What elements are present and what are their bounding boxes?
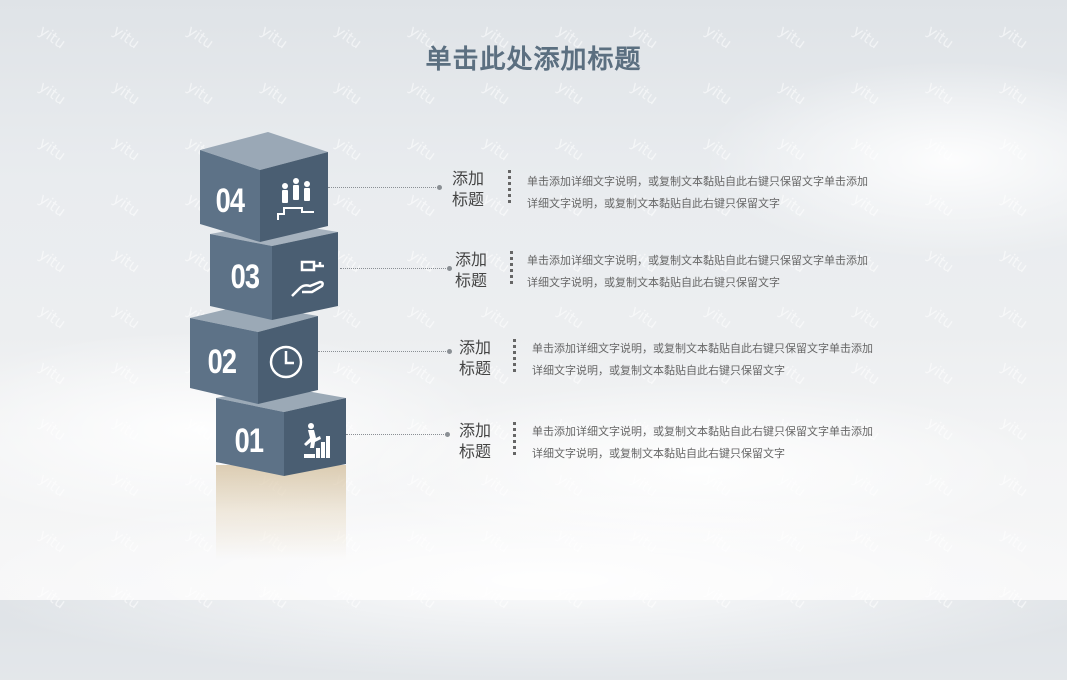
watermark-text: yitu: [183, 77, 218, 109]
connector-dot: [447, 266, 452, 271]
item-description[interactable]: 单击添加详细文字说明，或复制文本黏贴自此右键只保留文字单击添加详细文字说明，或复…: [527, 250, 917, 294]
label-line: 添加: [452, 169, 485, 188]
watermark-text: yitu: [479, 133, 514, 165]
label-line: 添加: [459, 338, 492, 357]
watermark-text: yitu: [109, 189, 144, 221]
watermark-text: yitu: [331, 133, 366, 165]
connector-dot: [445, 432, 450, 437]
team-podium-icon: [277, 178, 314, 220]
connector-line: [346, 434, 446, 435]
item-label[interactable]: 添加标题: [455, 249, 495, 291]
watermark-text: yitu: [35, 133, 70, 165]
desc-line: 详细文字说明，或复制文本黏贴自此右键只保留文字: [532, 447, 785, 460]
watermark-text: yitu: [923, 301, 958, 333]
connector-dot: [437, 185, 442, 190]
watermark-text: yitu: [331, 77, 366, 109]
watermark-text: yitu: [701, 301, 736, 333]
watermark-text: yitu: [923, 357, 958, 389]
item-label[interactable]: 添加标题: [452, 168, 492, 210]
watermark-text: yitu: [35, 77, 70, 109]
watermark-text: yitu: [35, 301, 70, 333]
label-line: 标题: [459, 442, 492, 461]
step-number: 04: [215, 182, 245, 220]
watermark-text: yitu: [405, 301, 440, 333]
desc-line: 单击添加详细文字说明，或复制文本黏贴自此右键只保留文字单击添加: [532, 425, 873, 438]
cloud-decoration: [700, 60, 1067, 260]
item-description[interactable]: 单击添加详细文字说明，或复制文本黏贴自此右键只保留文字单击添加详细文字说明，或复…: [532, 421, 922, 465]
watermark-text: yitu: [627, 301, 662, 333]
item-label[interactable]: 添加标题: [459, 420, 499, 462]
slide-title[interactable]: 单击此处添加标题: [425, 45, 642, 76]
watermark-text: yitu: [257, 77, 292, 109]
hand-key-icon: [291, 260, 324, 297]
watermark-text: yitu: [997, 301, 1032, 333]
connector-line: [318, 351, 448, 352]
connector-line: [328, 187, 438, 188]
watermark-text: yitu: [775, 301, 810, 333]
watermark-text: yitu: [109, 245, 144, 277]
vertical-dots-divider: [508, 170, 511, 206]
watermark-text: yitu: [405, 245, 440, 277]
watermark-text: yitu: [331, 189, 366, 221]
desc-line: 单击添加详细文字说明，或复制文本黏贴自此右键只保留文字单击添加: [527, 254, 868, 267]
watermark-text: yitu: [479, 301, 514, 333]
item-description[interactable]: 单击添加详细文字说明，或复制文本黏贴自此右键只保留文字单击添加详细文字说明，或复…: [527, 171, 917, 215]
watermark-text: yitu: [553, 301, 588, 333]
watermark-text: yitu: [405, 189, 440, 221]
vertical-dots-divider: [513, 422, 516, 458]
label-line: 标题: [459, 359, 492, 378]
watermark-text: yitu: [35, 245, 70, 277]
item-label[interactable]: 添加标题: [459, 337, 499, 379]
connector-dot: [447, 349, 452, 354]
vertical-dots-divider: [513, 339, 516, 375]
clock-icon: [269, 345, 303, 379]
watermark-text: yitu: [553, 133, 588, 165]
desc-line: 单击添加详细文字说明，或复制文本黏贴自此右键只保留文字单击添加: [532, 342, 873, 355]
watermark-text: yitu: [405, 77, 440, 109]
watermark-text: yitu: [109, 77, 144, 109]
watermark-text: yitu: [109, 301, 144, 333]
watermark-text: yitu: [627, 133, 662, 165]
vertical-dots-divider: [510, 251, 513, 287]
step-number: 01: [234, 422, 264, 460]
watermark-text: yitu: [479, 77, 514, 109]
label-line: 添加: [455, 250, 488, 269]
watermark-text: yitu: [701, 77, 736, 109]
label-line: 标题: [452, 190, 485, 209]
watermark-text: yitu: [997, 357, 1032, 389]
watermark-text: yitu: [109, 133, 144, 165]
label-line: 标题: [455, 271, 488, 290]
step-number: 02: [207, 343, 237, 381]
item-description[interactable]: 单击添加详细文字说明，或复制文本黏贴自此右键只保留文字单击添加详细文字说明，或复…: [532, 338, 922, 382]
watermark-text: yitu: [405, 133, 440, 165]
watermark-text: yitu: [849, 301, 884, 333]
desc-line: 详细文字说明，或复制文本黏贴自此右键只保留文字: [532, 364, 785, 377]
climbing-stairs-icon: [304, 423, 330, 458]
watermark-text: yitu: [35, 189, 70, 221]
step-number: 03: [230, 258, 260, 296]
desc-line: 详细文字说明，或复制文本黏贴自此右键只保留文字: [527, 197, 780, 210]
label-line: 添加: [459, 421, 492, 440]
watermark-text: yitu: [553, 77, 588, 109]
desc-line: 单击添加详细文字说明，或复制文本黏贴自此右键只保留文字单击添加: [527, 175, 868, 188]
cloud-decoration: [0, 480, 1067, 680]
desc-line: 详细文字说明，或复制文本黏贴自此右键只保留文字: [527, 276, 780, 289]
cube-reflection: [216, 465, 346, 560]
watermark-text: yitu: [627, 77, 662, 109]
connector-line: [340, 268, 448, 269]
